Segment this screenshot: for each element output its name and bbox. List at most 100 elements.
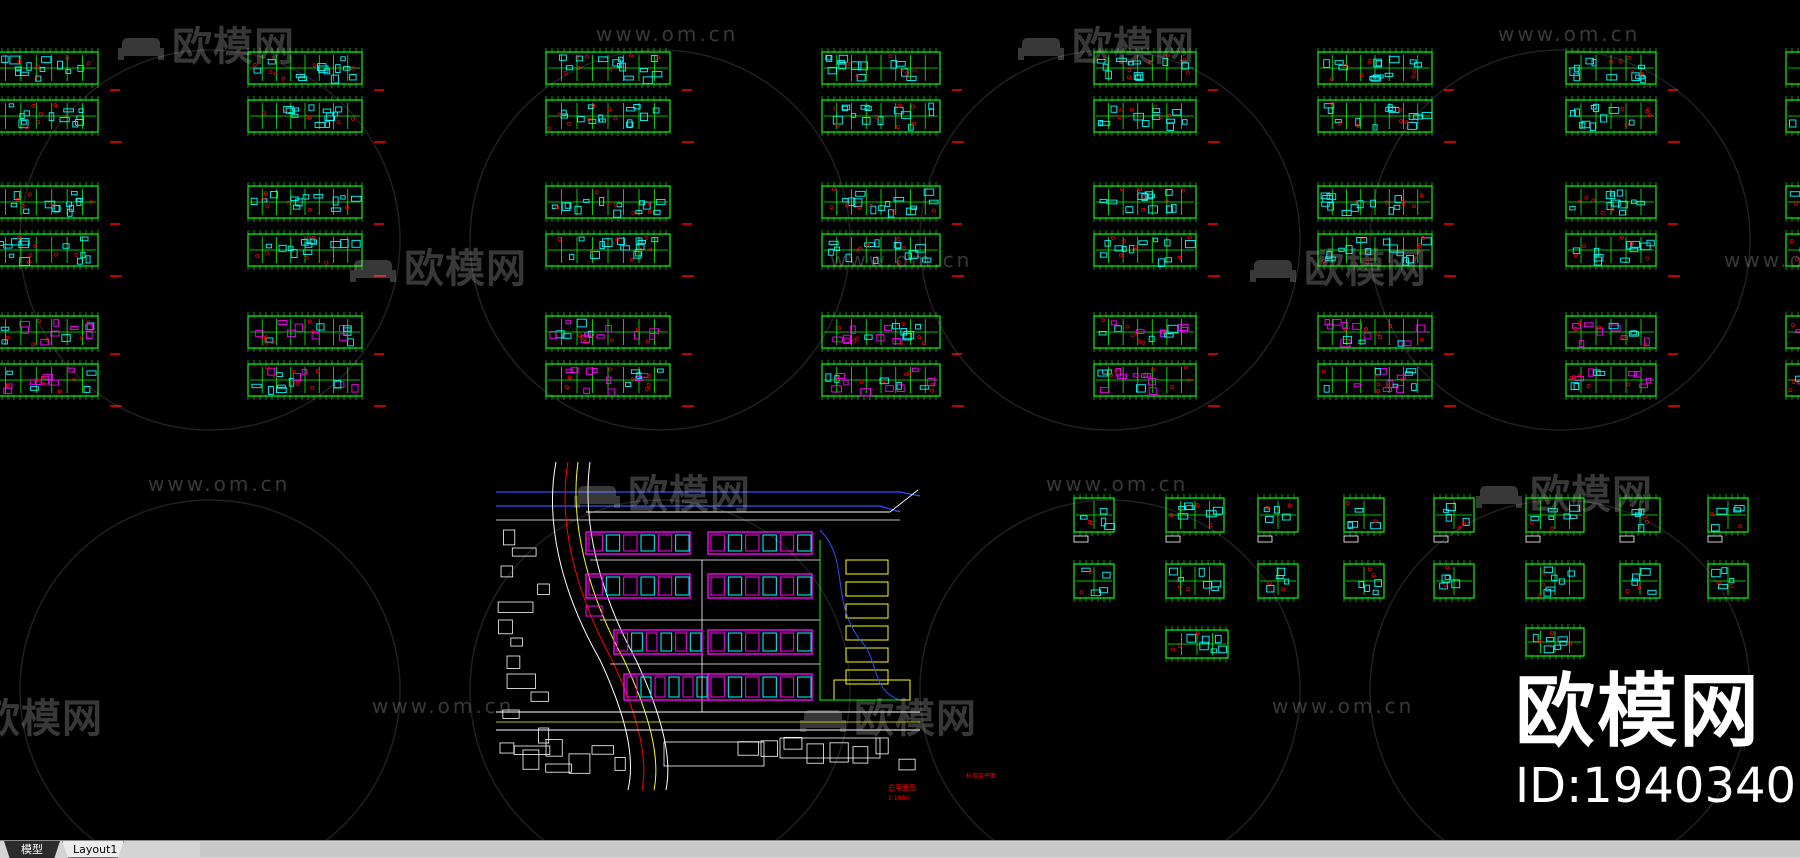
fixture — [1274, 506, 1280, 514]
fixture-mark — [1618, 59, 1623, 64]
tab-layout1[interactable]: Layout1 — [62, 841, 124, 858]
floor-plan-block — [1433, 560, 1475, 602]
unit-footprint — [762, 632, 777, 652]
fixture-mark — [865, 242, 870, 247]
fixture — [1405, 368, 1417, 374]
fixture — [23, 110, 30, 117]
fixture-mark — [1130, 107, 1134, 112]
fixture-mark — [1574, 515, 1579, 520]
fixture-mark — [1354, 200, 1359, 205]
floor-plan-block — [821, 96, 941, 136]
fixture-mark — [856, 248, 861, 253]
fixture — [1395, 385, 1404, 393]
fixture — [1363, 332, 1372, 340]
fixture-mark — [1791, 380, 1796, 385]
fixture — [605, 325, 612, 333]
fixture-mark — [608, 367, 613, 372]
fixture-mark — [1365, 260, 1370, 265]
fixture — [1547, 508, 1558, 513]
fixture-mark — [1717, 581, 1722, 586]
fixture-mark — [1088, 569, 1093, 574]
fixture — [1788, 119, 1797, 128]
fixture — [85, 323, 94, 331]
tab-model[interactable]: 模型 — [4, 841, 60, 858]
fixture — [1570, 110, 1576, 117]
context-building — [511, 547, 537, 557]
fixture — [1396, 251, 1404, 257]
plan-outline — [1317, 363, 1433, 397]
floor-plan-block — [1165, 626, 1229, 662]
fixture — [620, 245, 630, 251]
floor-plan-block — [1785, 182, 1800, 222]
fixture — [48, 112, 55, 122]
fixture — [901, 68, 909, 77]
fixture — [51, 205, 61, 212]
context-building — [506, 655, 521, 669]
fixture — [1631, 72, 1640, 82]
fixture-mark — [1421, 236, 1426, 241]
fixture — [29, 379, 36, 385]
fixture — [265, 243, 273, 249]
fixture — [1099, 386, 1110, 394]
fixture — [574, 205, 582, 215]
fixture-mark — [1645, 256, 1650, 261]
fixture — [1605, 190, 1616, 200]
fixture — [1570, 382, 1580, 390]
fixture — [292, 373, 301, 382]
context-building — [522, 749, 540, 770]
fixture — [1096, 59, 1106, 64]
fixture — [1638, 524, 1645, 533]
unit-footprint — [745, 632, 760, 652]
fixture — [1441, 574, 1451, 583]
fixture — [619, 62, 626, 72]
fixture — [842, 198, 849, 203]
fixture-mark — [896, 237, 901, 241]
fixture — [57, 60, 63, 70]
fixture-mark — [1367, 59, 1372, 63]
fixture-mark — [1461, 521, 1466, 526]
watermark-arc — [469, 499, 851, 840]
fixture — [1198, 567, 1205, 577]
fixture — [577, 116, 585, 123]
fixture — [308, 104, 315, 111]
unit-footprint — [631, 632, 643, 652]
plan-outline — [1525, 497, 1585, 533]
fixture — [915, 244, 926, 253]
unit-footprint — [779, 632, 795, 652]
plan-outline — [1317, 185, 1433, 219]
fixture — [1411, 383, 1417, 391]
floor-plan-block — [1073, 560, 1115, 602]
plan-outline — [1317, 233, 1433, 267]
fixture-mark — [563, 70, 568, 75]
fixture-mark — [324, 260, 329, 265]
watermark-arc — [1369, 499, 1751, 840]
fixture — [928, 102, 934, 110]
fixture — [1323, 59, 1330, 68]
horizontal-scrollbar[interactable] — [200, 842, 1800, 857]
unit-footprint — [640, 576, 655, 596]
context-building — [614, 757, 626, 771]
fixture-mark — [1577, 321, 1582, 326]
fixture-mark — [1399, 119, 1403, 124]
watermark-arc — [19, 49, 401, 431]
fixture — [335, 106, 343, 113]
fixture-mark — [646, 339, 650, 344]
fixture-mark — [1167, 113, 1172, 118]
fixture — [558, 54, 567, 61]
fixture — [828, 240, 839, 245]
fixture-mark — [855, 74, 860, 79]
fixture — [20, 119, 27, 125]
site-plan-title: 总平面图 — [888, 783, 916, 792]
fixture — [290, 196, 299, 201]
fixture — [1342, 321, 1349, 330]
context-building — [591, 745, 615, 755]
fixture-mark — [1371, 573, 1376, 577]
parking-lot — [845, 603, 889, 619]
floor-plan-block — [1257, 494, 1299, 536]
floor-plan-block — [1317, 48, 1433, 88]
parking-lot — [845, 559, 889, 575]
fixture-mark — [1359, 73, 1364, 78]
fixture-mark — [647, 201, 652, 206]
